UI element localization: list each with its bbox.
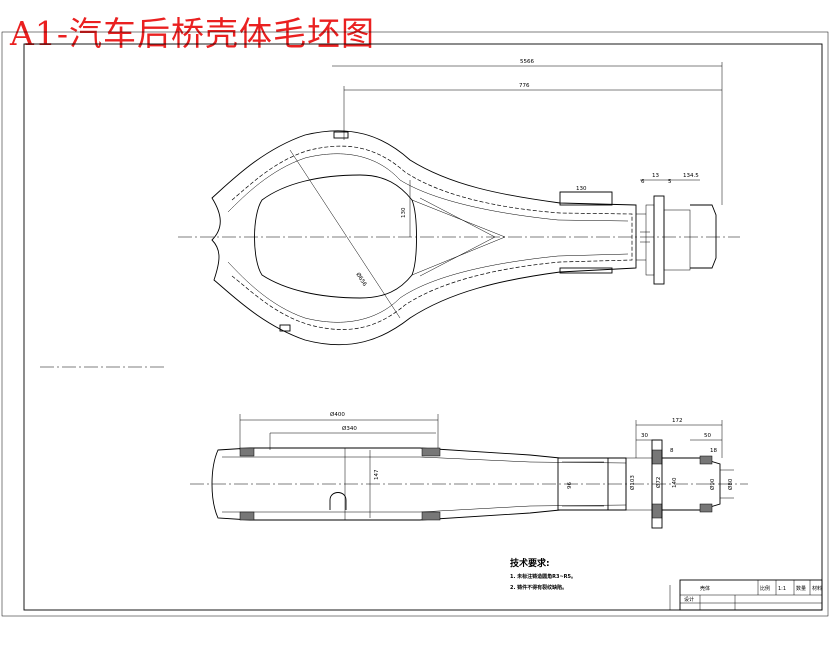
dim-d140: 140 [672, 477, 678, 488]
dim-w8: 8 [670, 448, 674, 454]
dim-tube-d: 96 [567, 482, 573, 489]
tb-cell-1: 比例 [760, 585, 770, 592]
dim-height: 130 [401, 207, 407, 218]
dim-w18: 18 [710, 448, 717, 454]
technical-requirements: 技术要求: 1. 未标注铸造圆角R3~R5。 2. 铸件不得有裂纹缺陷。 [510, 556, 576, 591]
dim-flange-b: 13 [652, 173, 659, 179]
dim-half: 776 [519, 83, 530, 89]
dim-mid: 147 [374, 469, 380, 480]
dim-flange-a: 6 [641, 179, 645, 185]
dim-boss: 130 [576, 186, 587, 192]
dim-w50: 50 [704, 433, 711, 439]
drawing-title: A1-汽车后桥壳体毛坯图 [10, 14, 375, 53]
dim-flange-c: 5 [668, 179, 672, 185]
outer-frame [1, 31, 829, 617]
housing-outer-contour [211, 130, 637, 346]
tb-cell-3: 数量 [796, 585, 806, 592]
dim-overall: 5566 [520, 59, 534, 65]
dim-d103: Ø103 [629, 475, 636, 490]
dim-w30: 30 [641, 433, 648, 439]
center-opening [254, 174, 417, 299]
dim-d80: Ø80 [727, 478, 734, 490]
tb-cell-2: 1:1 [778, 586, 786, 592]
dim-len172: 172 [672, 418, 683, 424]
dim-d400: Ø400 [330, 411, 345, 418]
housing-inner-contour [231, 145, 633, 330]
tb-sign: 设计 [684, 596, 694, 603]
title-block-name: 壳体 [700, 585, 710, 592]
top-view: 5566 776 Ø656 130 130 6 13 5 [178, 59, 740, 346]
dim-end: 134.5 [683, 173, 699, 179]
inner-frame [23, 43, 823, 611]
bearing-seat [557, 457, 609, 511]
dim-d72: Ø72 [655, 477, 662, 488]
tech-note-1: 1. 未标注铸造圆角R3~R5。 [510, 574, 576, 580]
section-outer [211, 447, 627, 521]
dim-diag: Ø656 [354, 271, 368, 288]
flange-top [653, 195, 665, 285]
title-block: 壳体 比例 1:1 数量 材料 设计 [669, 579, 823, 611]
dim-d340: Ø340 [342, 425, 357, 432]
tech-note-2: 2. 铸件不得有裂纹缺陷。 [510, 585, 568, 591]
tb-cell-4: 材料 [812, 585, 822, 592]
dim-d90: Ø90 [709, 478, 716, 490]
section-view: Ø400 Ø340 147 96 [190, 411, 748, 529]
tech-notes-heading: 技术要求: [510, 559, 550, 569]
